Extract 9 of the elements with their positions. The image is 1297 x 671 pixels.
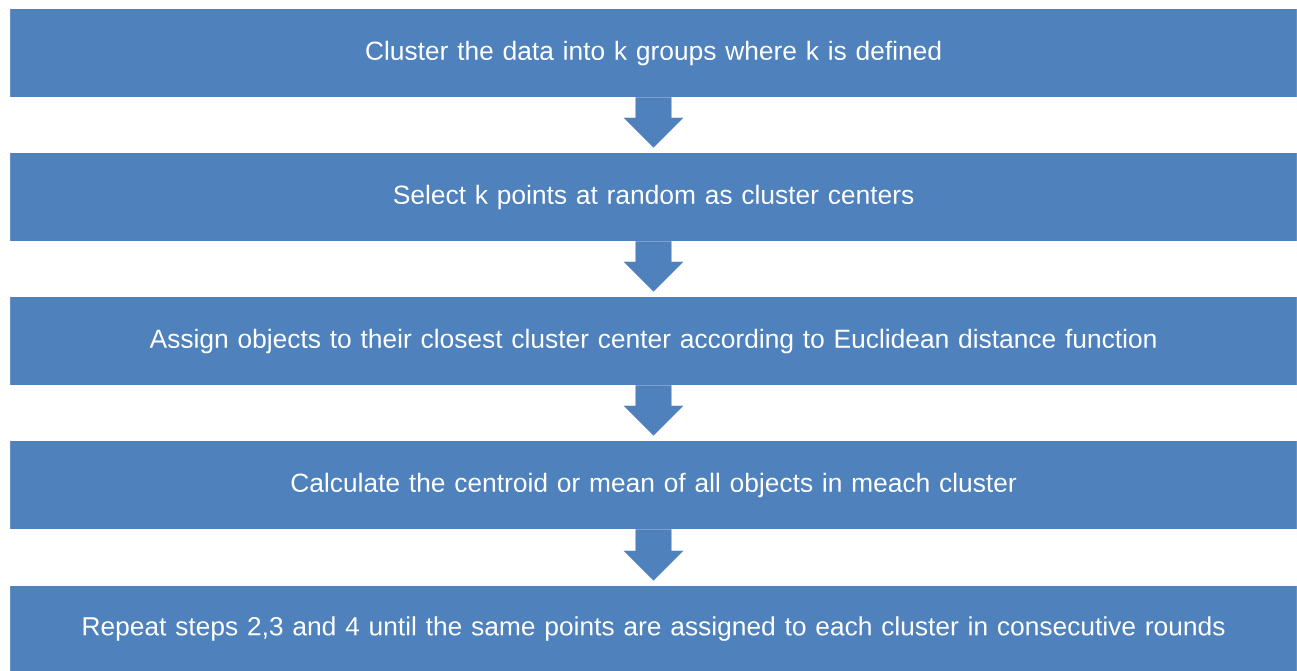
process-box: Assign objects to their closest cluster center according to Euclidean distance function bbox=[10, 297, 1297, 385]
block-arrow bbox=[623, 529, 684, 581]
process-box: Calculate the centroid or mean of all objects in meach cluster bbox=[10, 441, 1297, 529]
process-box: Cluster the data into k groups where k is defined bbox=[10, 9, 1297, 97]
block-arrow bbox=[623, 97, 684, 148]
process-box: Select k points at random as cluster centers bbox=[10, 153, 1297, 241]
process-box: Repeat steps 2,3 and 4 until the same points are assigned to each cluster in consecutive rounds bbox=[10, 586, 1297, 671]
block-arrow bbox=[623, 385, 684, 436]
block-arrow bbox=[623, 241, 684, 292]
